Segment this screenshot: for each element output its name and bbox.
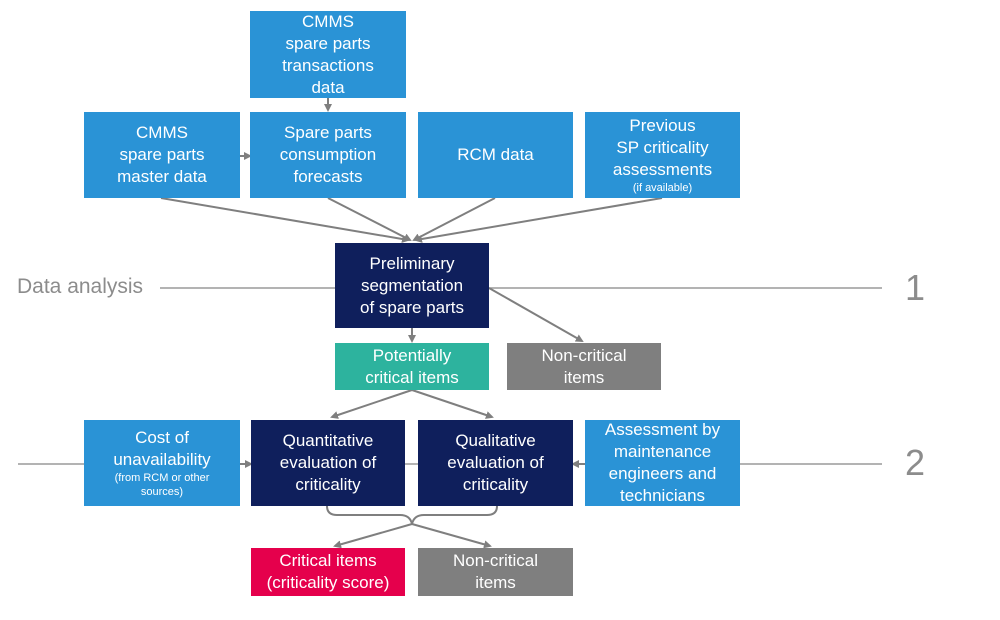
qualitative-line-2: evaluation of <box>447 453 544 472</box>
evaluation-brace <box>326 505 498 525</box>
transactions-data-box: CMMS spare parts transactions data <box>250 11 406 98</box>
potentially-line-1: Potentially <box>372 345 452 365</box>
quantitative-line-1: Quantitative <box>282 431 374 450</box>
step-2-label: 2 <box>905 442 926 483</box>
preliminary-line-1: Preliminary <box>369 253 455 273</box>
arrow-brace-noncritical2 <box>411 523 492 549</box>
rcm-line-1: RCM data <box>457 145 534 164</box>
data-analysis-label: Data analysis <box>17 275 144 298</box>
noncritical2-line-1: Non-critical <box>452 551 539 570</box>
quantitative-evaluation-box: Quantitative evaluation of criticality <box>251 420 405 506</box>
arrow-forecasts-preliminary <box>327 197 412 241</box>
preliminary-segmentation-box: Preliminary segmentation of spare parts <box>335 243 489 328</box>
noncritical1-line-2: items <box>563 367 605 387</box>
arrow-master-preliminary <box>160 197 410 243</box>
transactions-line-2: spare parts <box>285 33 371 53</box>
cost-note-line-2: sources) <box>140 486 184 498</box>
qualitative-line-1: Qualitative <box>455 431 536 450</box>
forecasts-line-1: Spare parts <box>284 123 372 142</box>
cost-line-2: unavailability <box>113 450 211 469</box>
critical-line-2: (criticality score) <box>266 573 390 592</box>
assessment-by-engineers-box: Assessment by maintenance engineers and … <box>585 420 740 506</box>
master-data-box: CMMS spare parts master data <box>84 112 240 198</box>
transactions-line-1: CMMS <box>302 11 354 31</box>
arrow-potentially-quantitative <box>330 389 413 419</box>
critical-line-1: Critical items <box>279 551 377 570</box>
cost-of-unavailability-box: Cost of unavailability (from RCM or othe… <box>84 420 240 506</box>
previous-assessments-box: Previous SP criticality assessments (if … <box>585 112 740 198</box>
previous-line-3: assessments <box>612 160 713 179</box>
assessment-line-3: engineers and <box>608 464 717 483</box>
forecasts-line-2: consumption <box>279 145 377 164</box>
previous-line-2: SP criticality <box>616 138 709 157</box>
arrow-rcm-preliminary <box>412 197 496 241</box>
critical-items-box: Critical items (criticality score) <box>251 548 405 596</box>
forecasts-line-3: forecasts <box>293 167 363 186</box>
non-critical-items-box-2: Non-critical items <box>418 548 573 596</box>
arrow-brace-critical <box>333 523 413 549</box>
step-1-label: 1 <box>905 267 926 308</box>
assessment-line-1: Assessment by <box>604 420 721 439</box>
potentially-line-2: critical items <box>365 367 459 387</box>
master-line-3: master data <box>117 167 207 186</box>
cost-note-line-1: (from RCM or other <box>114 472 210 484</box>
master-line-2: spare parts <box>119 145 205 164</box>
qualitative-evaluation-box: Qualitative evaluation of criticality <box>418 420 573 506</box>
transactions-line-3: transactions <box>282 55 374 75</box>
rcm-data-box: RCM data <box>418 112 573 198</box>
cost-line-1: Cost of <box>135 428 189 447</box>
non-critical-items-box-1: Non-critical items <box>507 343 661 390</box>
arrow-previous-preliminary <box>414 197 663 243</box>
noncritical1-line-1: Non-critical <box>541 345 627 365</box>
quantitative-line-2: evaluation of <box>279 453 377 472</box>
consumption-forecasts-box: Spare parts consumption forecasts <box>250 112 406 198</box>
preliminary-line-2: segmentation <box>360 275 464 295</box>
arrow-preliminary-noncritical1 <box>488 287 584 342</box>
preliminary-line-3: of spare parts <box>360 297 464 317</box>
quantitative-line-3: criticality <box>295 475 361 494</box>
noncritical2-line-2: items <box>475 573 516 592</box>
transactions-line-4: data <box>311 77 345 97</box>
qualitative-line-3: criticality <box>462 475 529 494</box>
potentially-critical-box: Potentially critical items <box>335 343 489 390</box>
master-line-1: CMMS <box>136 123 188 142</box>
previous-line-1: Previous <box>629 116 696 135</box>
assessment-line-2: maintenance <box>613 442 712 461</box>
arrow-potentially-qualitative <box>411 389 494 419</box>
previous-note: (if available) <box>632 182 693 194</box>
assessment-line-4: technicians <box>619 486 706 505</box>
